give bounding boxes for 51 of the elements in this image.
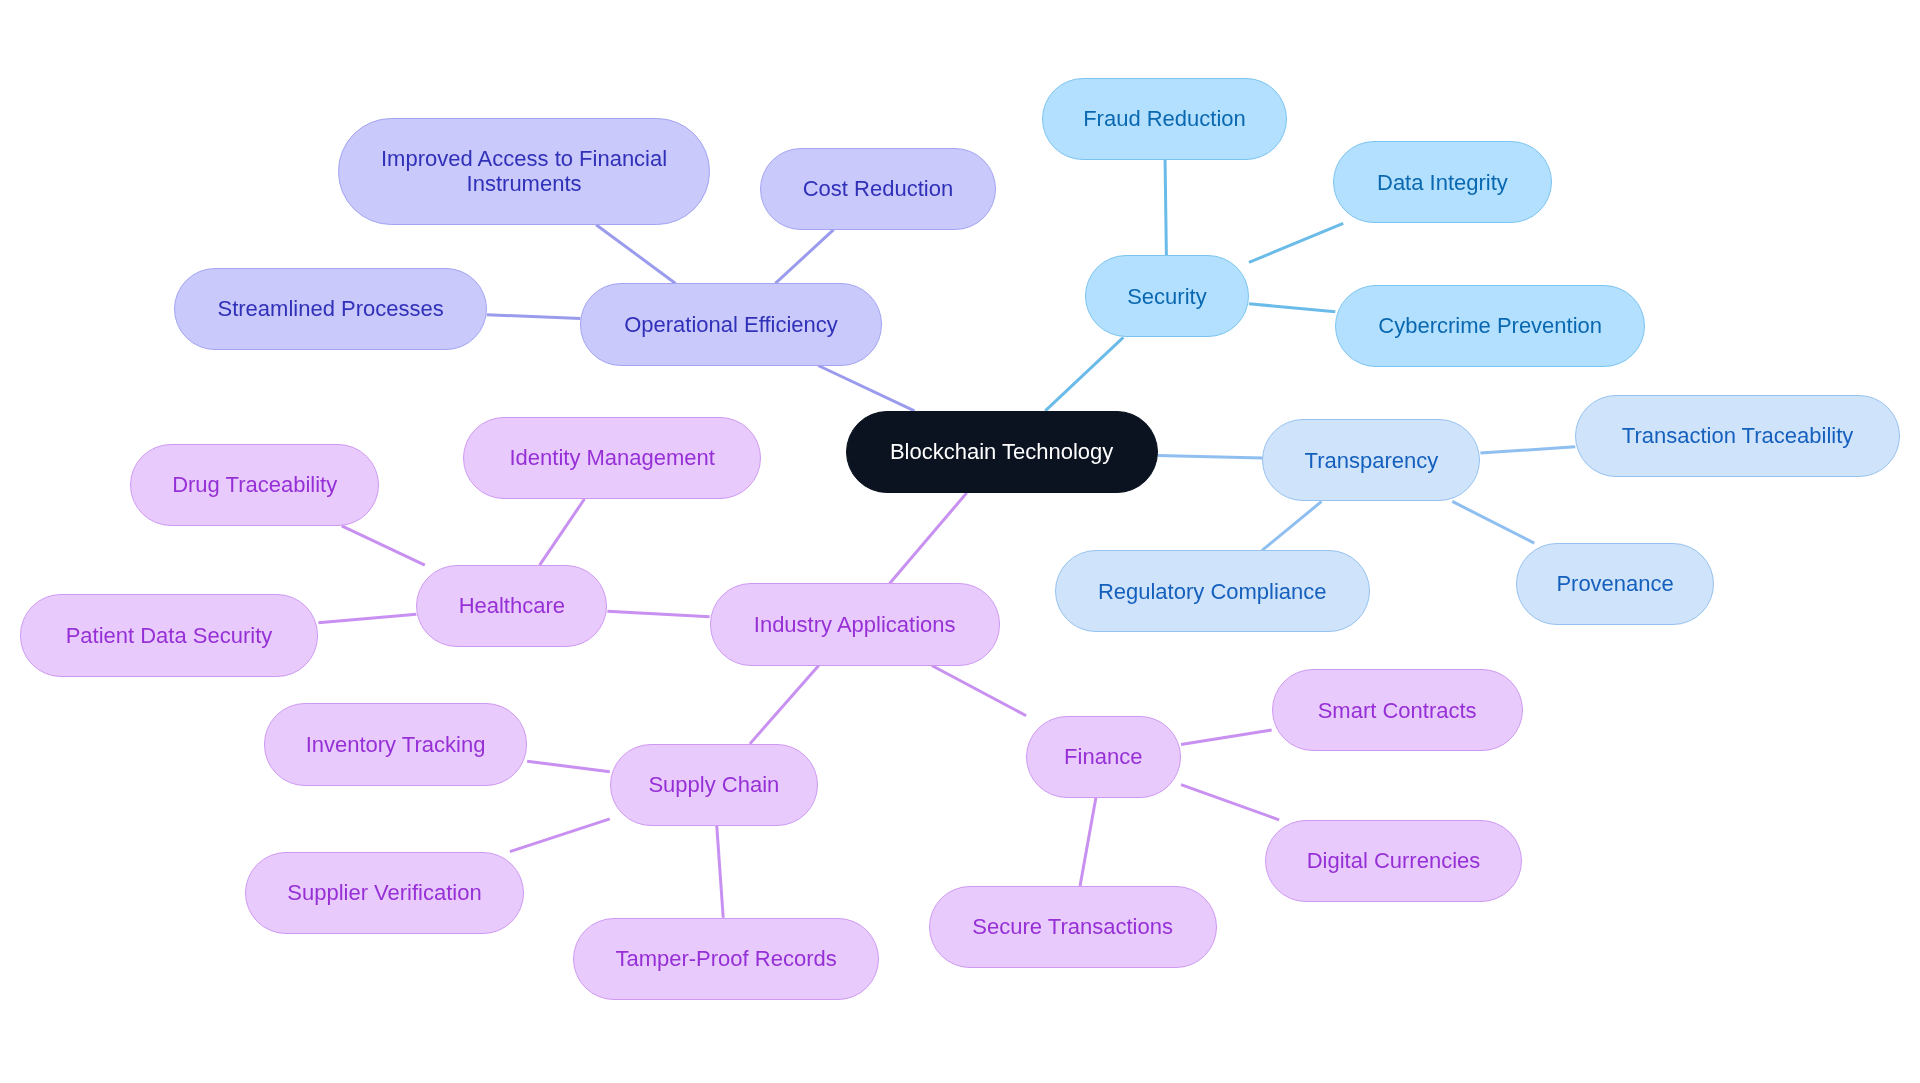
connector-line — [1261, 500, 1323, 552]
connector-line — [1248, 222, 1344, 264]
topic-label: Transparency — [1304, 447, 1439, 474]
topic-label: Transaction Traceability — [1621, 423, 1854, 449]
topic-label: Inventory Tracking — [305, 731, 486, 758]
topic-label: Security — [1127, 283, 1207, 309]
topic-label: Improved Access to Financial Instruments — [380, 146, 669, 197]
connector-line — [931, 664, 1027, 718]
topic-label: Cybercrime Prevention — [1378, 313, 1603, 339]
connector-line — [526, 759, 610, 774]
connector-line — [1157, 453, 1263, 460]
topic-label: Supply Chain — [648, 772, 780, 798]
topic-label: Patient Data Security — [65, 622, 273, 649]
connector-line — [1180, 728, 1272, 746]
topic-label: Healthcare — [458, 593, 565, 619]
topic-label: Regulatory Compliance — [1097, 578, 1327, 605]
connector-line — [888, 491, 968, 585]
topic-label: Smart Contracts — [1317, 697, 1477, 723]
connector-line — [817, 364, 916, 413]
topic-label: Data Integrity — [1377, 169, 1508, 196]
topic-label: Blockchain Technology — [889, 439, 1114, 465]
connector-line — [1248, 302, 1336, 314]
connector-line — [1044, 336, 1125, 412]
connector-line — [318, 612, 417, 625]
topic-label: Finance — [1064, 744, 1143, 770]
connector-line — [607, 609, 710, 619]
connector-line — [595, 223, 677, 285]
connector-line — [1078, 797, 1098, 887]
connector-line — [341, 524, 426, 567]
topic-label: Fraud Reduction — [1083, 106, 1246, 132]
topic-label: Streamlined Processes — [217, 295, 444, 322]
connector-line — [1163, 159, 1168, 256]
topic-label: Tamper-Proof Records — [615, 946, 837, 972]
connector-line — [1180, 783, 1280, 822]
topic-label: Identity Management — [509, 445, 715, 471]
topic-label: Cost Reduction — [802, 175, 954, 202]
connector-line — [538, 498, 586, 566]
connector-line — [1480, 445, 1576, 455]
topic-label: Supplier Verification — [287, 880, 482, 906]
connector-line — [748, 664, 820, 745]
topic-label: Digital Currencies — [1306, 848, 1481, 874]
connector-line — [1451, 500, 1535, 545]
topic-label: Provenance — [1556, 571, 1674, 597]
topic-label: Drug Traceability — [172, 472, 338, 498]
topic-label: Industry Applications — [753, 611, 956, 638]
connector-line — [774, 228, 835, 285]
topic-label: Secure Transactions — [972, 914, 1173, 940]
connector-line — [715, 825, 725, 918]
connector-line — [486, 313, 581, 320]
topic-label: Operational Efficiency — [624, 311, 838, 338]
connector-line — [509, 817, 611, 854]
